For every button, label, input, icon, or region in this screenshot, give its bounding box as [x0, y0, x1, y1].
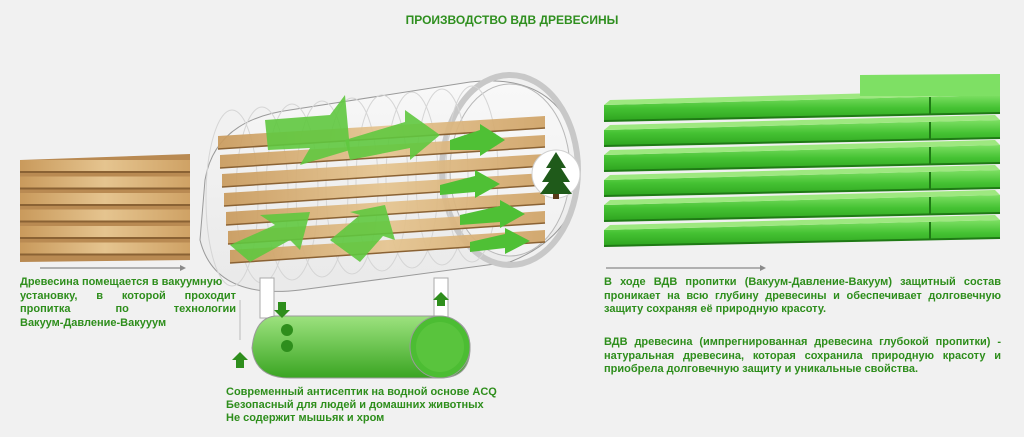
raw-wood-stack [20, 154, 190, 262]
bottom-description-line: Современный антисептик на водной основе … [226, 386, 497, 398]
page-title: ПРОИЗВОДСТВО ВДВ ДРЕВЕСИНЫ [405, 13, 619, 27]
treated-wood-stack [603, 74, 1001, 247]
right-paragraph-2: ВДВ древесина (импрегнированная древесин… [604, 336, 1001, 375]
left-description-line: Вакуум-Давление-Вакууум [20, 316, 167, 329]
left-description: Древесина помещается в вакуумную установ… [20, 276, 236, 330]
left-description-line: Древесина помещается в вакуумную [20, 276, 223, 288]
arrow-icon [232, 292, 449, 368]
arrow-icon [40, 265, 186, 271]
bottom-description-line: Не содержит мышьяк и хром [226, 412, 385, 424]
antiseptic-tank [232, 277, 471, 379]
bottom-description-line: Безопасный для людей и домашних животных [226, 399, 484, 411]
pine-tree-icon [540, 152, 572, 199]
arrow-icon [440, 124, 530, 254]
arrow-icon [230, 95, 440, 262]
vacuum-cylinder [199, 72, 581, 292]
arrow-icon [606, 265, 766, 271]
right-paragraph-1: В ходе ВДВ пропитки (Вакуум-Давление-Вак… [604, 276, 1001, 315]
bottom-description: Современный антисептик на водной основе … [226, 386, 516, 425]
